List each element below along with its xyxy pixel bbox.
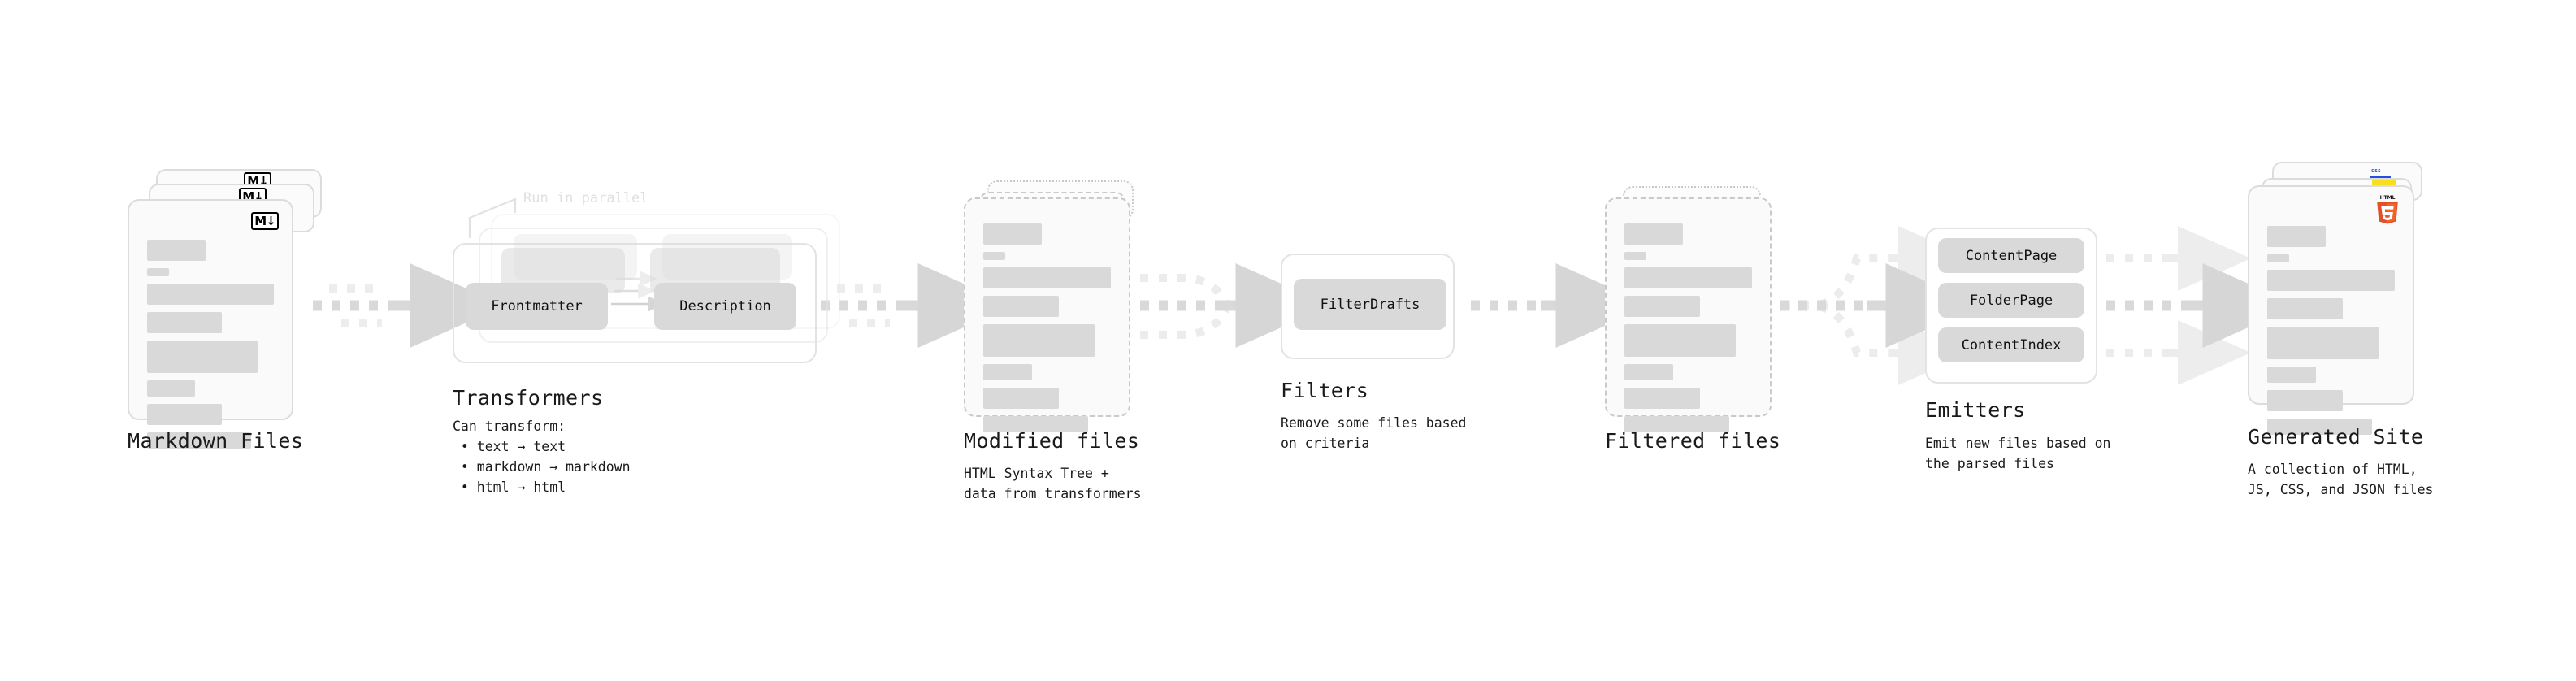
html5-icon: HTML <box>2374 193 2401 226</box>
skeleton-bar <box>983 296 1059 317</box>
site-card-front: HTML <box>2248 185 2414 435</box>
connector-modified-to-filters <box>1140 263 1331 348</box>
skeleton-bar <box>1624 364 1673 380</box>
skeleton-bar <box>147 284 274 305</box>
skeleton-bar <box>983 223 1043 245</box>
skeleton-bar <box>1624 416 1729 432</box>
skeleton-bar <box>1624 223 1684 245</box>
transformer-pill-description[interactable]: Description <box>654 283 796 330</box>
skeleton-bar <box>983 416 1088 432</box>
skeleton-bar <box>2267 270 2395 291</box>
skeleton-bar <box>2267 327 2379 359</box>
skeleton-bar <box>1624 296 1700 317</box>
run-in-parallel-label: Run in parallel <box>523 190 648 206</box>
filtered-skeleton-bars <box>1624 223 1752 440</box>
transformer-pill-frontmatter[interactable]: Frontmatter <box>466 283 608 330</box>
skeleton-bar <box>147 380 196 397</box>
skeleton-bar <box>983 324 1095 357</box>
filtered-card-front <box>1605 197 1772 432</box>
filtered-files-title: Filtered files <box>1605 429 1781 453</box>
skeleton-bar <box>1624 388 1700 409</box>
emitters-pill-folderpage[interactable]: FolderPage <box>1938 283 2084 318</box>
connector-md-to-transformers <box>313 263 505 348</box>
skeleton-bar <box>2267 390 2343 411</box>
skeleton-bar <box>1624 267 1752 288</box>
skeleton-bar <box>983 388 1059 409</box>
css-icon-label: CSS <box>2371 169 2382 174</box>
skeleton-bar <box>1624 324 1736 357</box>
skeleton-bar <box>2267 419 2372 435</box>
skeleton-bar <box>147 268 169 276</box>
emitters-pill-contentindex[interactable]: ContentIndex <box>1938 327 2084 362</box>
skeleton-bar <box>147 404 223 425</box>
emitters-pill-contentpage[interactable]: ContentPage <box>1938 238 2084 273</box>
emitters-subtitle: Emit new files based on the parsed files <box>1925 436 2111 472</box>
modified-skeleton-bars <box>983 223 1111 440</box>
site-skeleton-bars <box>2267 226 2395 442</box>
generated-site-subtitle: A collection of HTML, JS, CSS, and JSON … <box>2248 462 2434 498</box>
markdown-files-title: Markdown Files <box>128 429 304 453</box>
skeleton-bar <box>983 267 1111 288</box>
filters-title: Filters <box>1281 379 1369 402</box>
connector-filtered-to-emitters <box>1780 226 1981 385</box>
filters-subtitle: Remove some files based on criteria <box>1281 415 1467 452</box>
skeleton-bar <box>2267 254 2289 262</box>
svg-text:HTML: HTML <box>2380 195 2396 201</box>
skeleton-bar <box>147 432 251 449</box>
transformer-group-front <box>453 243 817 363</box>
css-icon <box>2370 176 2391 179</box>
modified-files-title: Modified files <box>964 429 1140 453</box>
skeleton-bar <box>2267 367 2316 383</box>
modified-files-subtitle: HTML Syntax Tree + data from transformer… <box>964 466 1142 502</box>
skeleton-bar <box>147 312 223 333</box>
connector-emitters-to-site <box>2106 226 2298 385</box>
skeleton-bar <box>147 240 206 261</box>
skeleton-bar <box>2267 226 2327 247</box>
skeleton-bar <box>983 252 1005 260</box>
emitters-title: Emitters <box>1925 398 2026 422</box>
markdown-icon: M↓ <box>251 212 279 230</box>
skeleton-bar <box>147 340 258 373</box>
markdown-skeleton-bars <box>147 240 274 456</box>
filters-pill-filterdrafts[interactable]: FilterDrafts <box>1294 279 1446 330</box>
transformers-subtitle: Can transform: • text → text • markdown … <box>453 419 631 496</box>
modified-card-front <box>964 197 1130 432</box>
generated-site-title: Generated Site <box>2248 425 2424 449</box>
skeleton-bar <box>983 364 1032 380</box>
skeleton-bar <box>2267 298 2343 319</box>
markdown-card-front: M↓ <box>128 199 293 449</box>
transformers-title: Transformers <box>453 386 604 410</box>
skeleton-bar <box>1624 252 1646 260</box>
